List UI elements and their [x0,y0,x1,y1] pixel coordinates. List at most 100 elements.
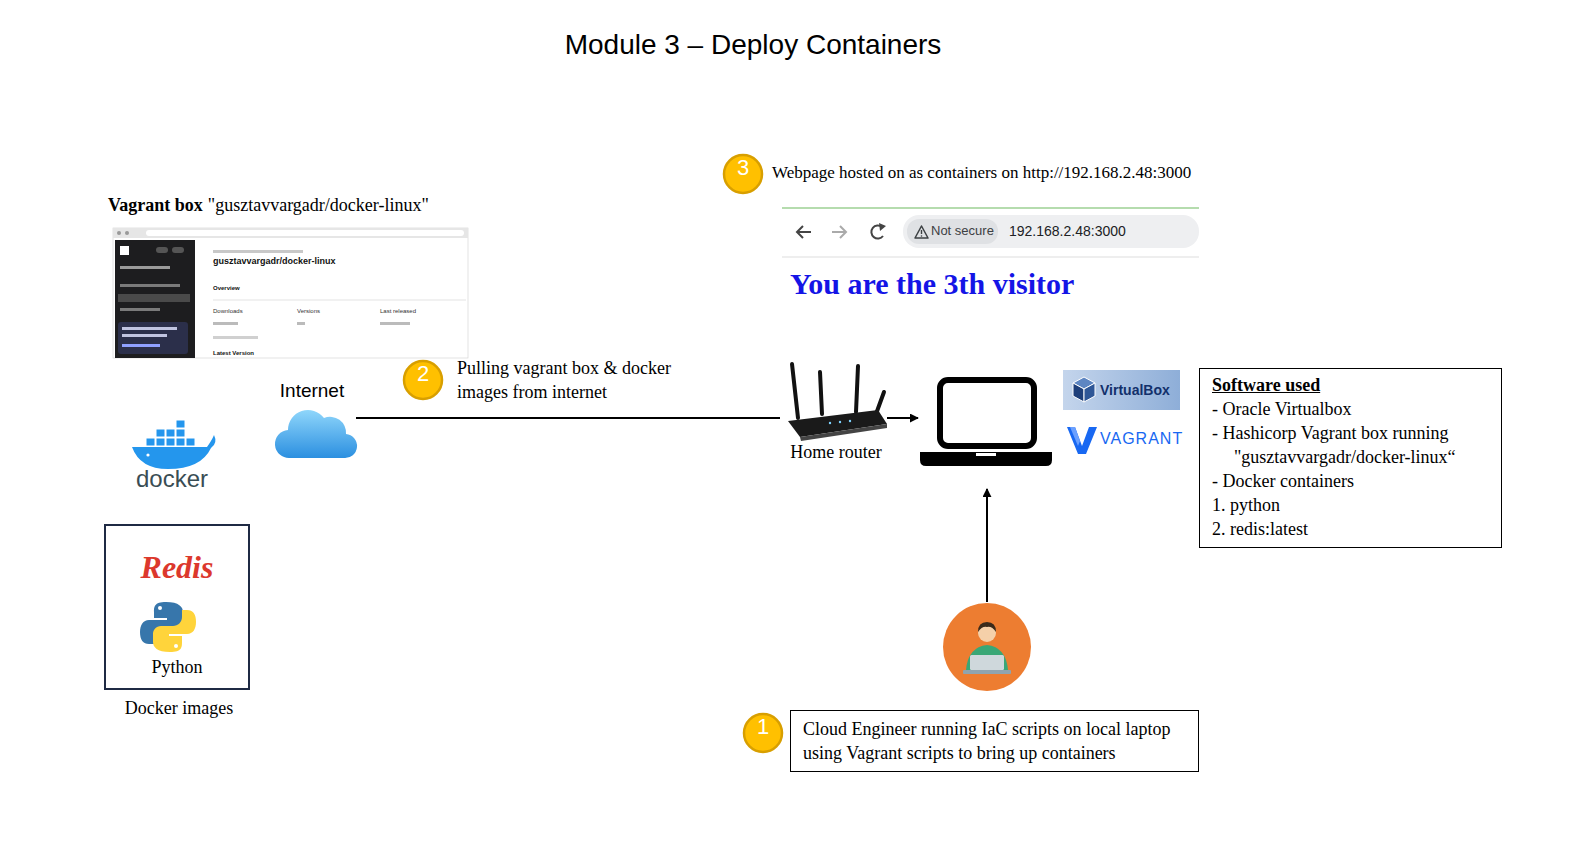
browser-screenshot [907,219,998,244]
vagrant-screenshot [172,247,184,253]
docker-logo [132,420,215,469]
logo-text: VAGRANT [1100,429,1183,449]
browser-screenshot [782,257,1199,258]
list-item: 1. python [1212,493,1495,517]
python-logo [140,602,196,652]
engineer-icon [970,655,1004,670]
node-label: Internet [268,380,356,402]
logo-text: Python [104,656,250,678]
vagrant-screenshot [122,334,167,337]
laptop-icon [940,380,1034,446]
connector-line [356,417,780,419]
screenshot-text: Versions [297,307,320,315]
browser-panel: Not secure192.168.2.48:3000You are the 3… [782,207,1199,302]
browser-screenshot [921,230,922,234]
cloud-icon [275,410,357,458]
laptop-icon [920,452,1052,466]
browser-screenshot [903,215,1199,248]
arrow-line [986,489,988,602]
router-icon [849,420,851,422]
browser-screenshot [879,223,886,231]
diagram-title: Module 3 – Deploy Containers [403,27,1103,63]
callout-circle [404,155,782,752]
browser-warning: Not secure [931,223,994,239]
vagrant-screenshot [213,300,466,301]
cloud-icon [275,410,357,458]
list-item: - Docker containers [1212,469,1495,493]
vagrant-screenshot [122,344,160,347]
browser-screenshot [915,226,928,238]
list-item: 2. redis:latest [1212,517,1495,541]
list-item: - Oracle Virtualbox [1212,397,1495,421]
router-icon [792,364,798,418]
heading-text: Vagrant box [108,194,203,216]
vagrant-screenshot [120,284,180,287]
laptop-icon [920,380,1052,466]
router-icon [800,424,887,441]
laptop-icon [976,453,996,456]
callout-text: Webpage hosted on as containers on http:… [772,162,1191,184]
vagrant-screenshot [113,228,468,358]
docker-logo [176,429,185,437]
screenshot-text: Downloads [213,307,243,315]
vagrant-screenshot [115,240,195,358]
virtualbox-logo [1084,383,1095,402]
vagrant-screenshot [297,322,305,325]
docker-logo [146,453,149,456]
virtualbox-logo [1063,370,1180,410]
python-logo [158,606,162,610]
docker-logo [156,429,165,437]
logo-text: docker [112,465,232,493]
router-node: Home router [780,358,892,466]
screenshot-panel: Vagrant box"gusztavvargadr/docker-linux"… [106,194,471,360]
docker-logo [176,420,185,428]
vagrant-screenshot [113,228,468,238]
callout-circle [744,714,782,752]
arrow-line [887,417,918,419]
software-list-box: Software used- Oracle Virtualbox- Hashic… [1199,368,1502,548]
box-caption: Docker images [96,697,262,719]
screenshot-text: Overview [213,284,240,292]
vagrant-screenshot [117,231,121,235]
vagrant-screenshot [213,336,258,339]
callout-number: 2 [404,361,442,399]
browser-screenshot [782,207,1199,209]
heading-text: "gusztavvargadr/docker-linux" [208,194,429,216]
docker-logo [132,435,215,469]
vagrant-logo [1067,427,1097,454]
vagrant-screenshot [113,228,468,358]
node-label: Home router [780,441,892,463]
engineer-icon [963,670,1011,674]
engineer-icon [978,622,996,632]
vagrant-logo [1070,427,1080,446]
logo-text: Redis [104,548,250,586]
docker-logo [156,438,165,446]
vagrant-screenshot [118,294,190,302]
list-item: - Hashicorp Vagrant box running "gusztav… [1212,421,1495,469]
docker-logo [166,429,175,437]
docker-logo [146,438,155,446]
browser-screenshot [797,226,811,238]
vagrant-screenshot [213,322,238,325]
vagrant-logo [1067,427,1097,454]
browser-screenshot [782,207,1199,302]
vagrant-screenshot [120,266,170,269]
list-heading: Software used [1212,373,1495,397]
vagrant-screenshot [122,327,177,330]
browser-screenshot [832,226,846,238]
screenshot-title: gusztavvargadr/docker-linux [213,256,336,267]
router-icon [856,366,858,412]
internet-node: Internet [268,378,356,464]
browser-screenshot [782,207,1199,302]
virtualbox-logo [1073,383,1084,402]
engineer-icon [943,603,1031,691]
docker-logo [166,438,175,446]
vagrant-screenshot [213,250,303,253]
python-logo [153,610,196,652]
callout-number: 3 [724,155,762,193]
screenshot-text: Latest Version [213,349,254,357]
engineer-icon [966,645,1008,670]
vagrant-screenshot [120,246,129,255]
engineer-icon [943,603,1031,691]
